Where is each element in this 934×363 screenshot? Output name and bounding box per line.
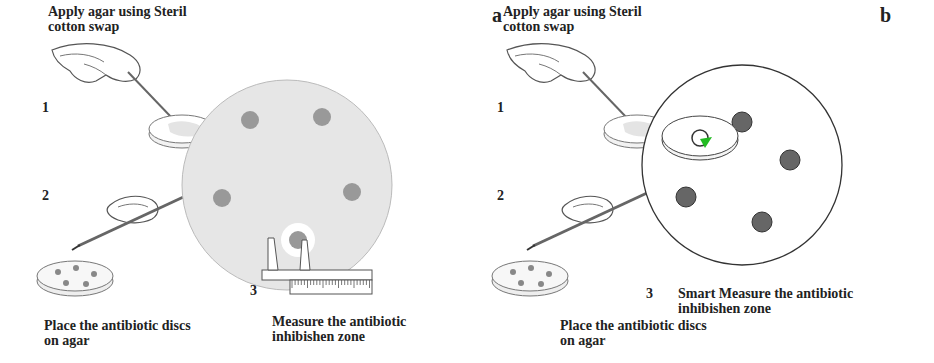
step-caption: Place the antibiotic discs on agar bbox=[560, 318, 710, 349]
step-number: 1 bbox=[497, 100, 504, 115]
step-number: 2 bbox=[42, 188, 49, 203]
step-caption: Apply agar using Steril cotton swap bbox=[503, 4, 643, 35]
step-caption: Apply agar using Steril cotton swap bbox=[48, 4, 188, 35]
step-caption: Measure the antibiotic inhibishen zone bbox=[272, 314, 442, 345]
panel-letter: a bbox=[492, 4, 502, 26]
step-number: 1 bbox=[42, 100, 49, 115]
panel-letter: b bbox=[880, 4, 891, 26]
step-caption: Smart Measure the antibiotic inhibishen … bbox=[678, 286, 878, 317]
step-number: 2 bbox=[497, 188, 504, 203]
step-number: 3 bbox=[646, 286, 653, 301]
step-number: 3 bbox=[250, 283, 257, 298]
step-caption: Place the antibiotic discs on agar bbox=[44, 318, 194, 349]
